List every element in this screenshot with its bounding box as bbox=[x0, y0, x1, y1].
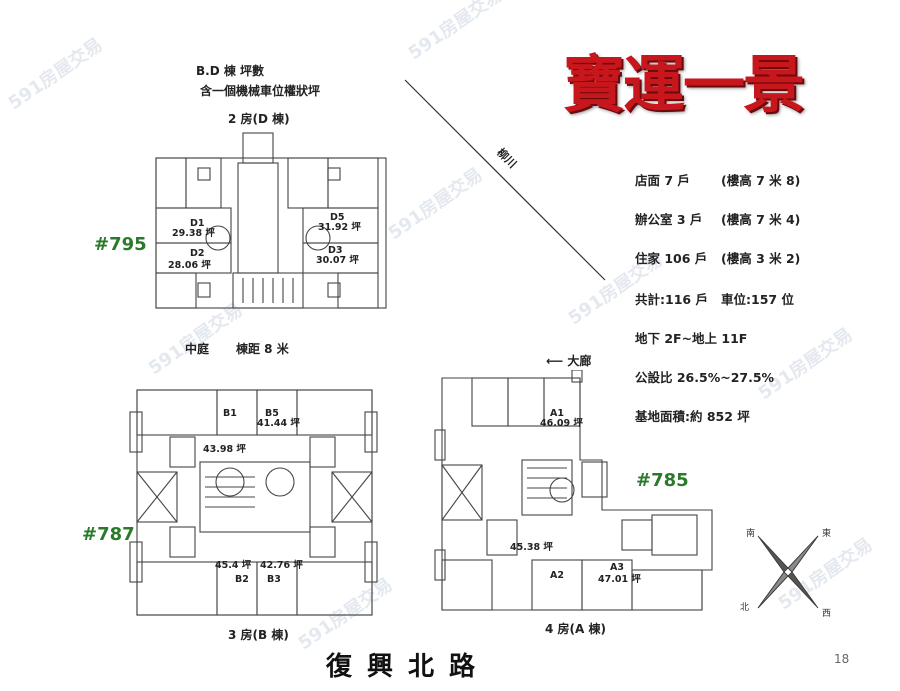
compass-e: 東 bbox=[822, 527, 831, 539]
courtyard-label: 中庭 bbox=[185, 342, 210, 356]
info-row: 住家 106 戶 (樓高 3 米 2) bbox=[635, 248, 800, 267]
info-note: 車位:157 位 bbox=[721, 292, 794, 307]
info-label: 基地面積:約 852 坪 bbox=[635, 409, 750, 424]
unit-area: 45.4 坪 bbox=[215, 559, 252, 571]
plan-b-tag: #787 bbox=[82, 524, 135, 545]
info-label: 住家 106 戶 bbox=[635, 251, 708, 266]
unit-area: 29.38 坪 bbox=[172, 227, 215, 239]
info-label: 店面 7 戶 bbox=[635, 173, 690, 188]
unit-label: D1 bbox=[190, 218, 205, 229]
liuchuan-line bbox=[404, 79, 606, 281]
compass-s: 西 bbox=[822, 608, 831, 619]
unit-label: A1 bbox=[550, 408, 564, 419]
plan-a-floorplan: A1 46.09 坪 45.38 坪 A2 A3 47.01 坪 bbox=[434, 370, 713, 611]
info-row: 基地面積:約 852 坪 bbox=[635, 406, 750, 425]
unit-label: A2 bbox=[550, 570, 564, 581]
info-row: 共計:116 戶 車位:157 位 bbox=[635, 289, 794, 308]
road-name: 復興北路 bbox=[326, 652, 491, 682]
plan-a-label: 4 房(A 棟) bbox=[545, 622, 606, 636]
project-title: 寶運一景 bbox=[563, 48, 805, 121]
unit-label: D3 bbox=[328, 245, 343, 256]
unit-label: B3 bbox=[267, 574, 281, 585]
compass-w: 南 bbox=[746, 527, 755, 539]
plan-a-tag: #785 bbox=[636, 470, 689, 491]
unit-label: A3 bbox=[610, 562, 624, 573]
plan-d-label: 2 房(D 棟) bbox=[228, 112, 290, 126]
plan-b-floorplan: B1 43.98 坪 B5 41.44 坪 B2 45.4 坪 B3 42.76… bbox=[129, 389, 378, 616]
info-note: (樓高 3 米 2) bbox=[721, 251, 801, 266]
info-note: (樓高 7 米 4) bbox=[721, 212, 801, 227]
plan-d-tag: #795 bbox=[94, 234, 147, 255]
plan-d-floorplan: D1 29.38 坪 D2 28.06 坪 D5 31.92 坪 D3 30.0… bbox=[155, 132, 387, 309]
page-number: 18 bbox=[834, 652, 850, 666]
unit-area: 43.98 坪 bbox=[203, 443, 246, 455]
info-label: 地下 2F~地上 11F bbox=[635, 331, 748, 346]
unit-area: 46.09 坪 bbox=[540, 417, 583, 429]
info-row: 公設比 26.5%~27.5% bbox=[635, 367, 774, 386]
watermark: 591房屋交易 bbox=[754, 324, 857, 405]
dalang-label: 大廊 bbox=[567, 354, 592, 368]
header-line2: 含一個機械車位權狀坪 bbox=[200, 84, 321, 98]
unit-area: 45.38 坪 bbox=[510, 541, 553, 553]
unit-label: D5 bbox=[330, 212, 345, 223]
unit-area: 47.01 坪 bbox=[598, 573, 641, 585]
info-row: 辦公室 3 戶 (樓高 7 米 4) bbox=[635, 209, 800, 228]
info-label: 辦公室 3 戶 bbox=[635, 212, 703, 227]
unit-area: 31.92 坪 bbox=[318, 221, 361, 233]
unit-label: B1 bbox=[223, 408, 237, 419]
spacing-label: 棟距 8 米 bbox=[236, 342, 289, 356]
compass-n: 北 bbox=[740, 602, 749, 613]
info-note: (樓高 7 米 8) bbox=[721, 173, 801, 188]
unit-label: D2 bbox=[190, 248, 205, 259]
info-label: 共計:116 戶 bbox=[635, 292, 708, 307]
compass-icon: 南 東 北 西 bbox=[740, 527, 831, 619]
unit-area: 30.07 坪 bbox=[316, 254, 359, 266]
info-row: 地下 2F~地上 11F bbox=[635, 328, 747, 347]
info-row: 店面 7 戶 (樓高 7 米 8) bbox=[635, 170, 800, 189]
unit-area: 42.76 坪 bbox=[260, 559, 303, 571]
unit-label: B2 bbox=[235, 574, 249, 585]
unit-area: 41.44 坪 bbox=[257, 417, 300, 429]
plan-b-label: 3 房(B 棟) bbox=[228, 628, 289, 642]
dalang-arrow: ⟵ 大廊 bbox=[546, 354, 592, 368]
header-line1: B.D 棟 坪數 bbox=[196, 64, 265, 78]
unit-area: 28.06 坪 bbox=[168, 259, 211, 271]
watermark: 591房屋交易 bbox=[4, 34, 107, 115]
info-label: 公設比 26.5%~27.5% bbox=[635, 370, 775, 385]
watermark: 591房屋交易 bbox=[404, 0, 507, 65]
unit-label: B5 bbox=[265, 408, 279, 419]
